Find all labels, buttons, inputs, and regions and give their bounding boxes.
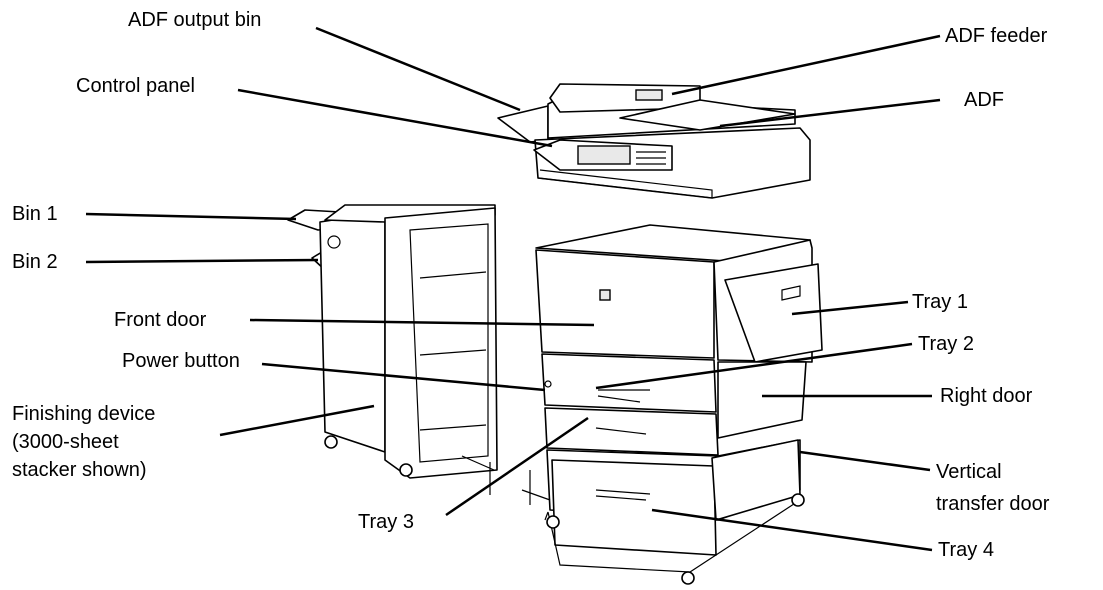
label-adf-output-bin: ADF output bin [128,9,262,31]
label-tray3: Tray 3 [358,511,414,533]
finisher-left-panel [319,211,386,453]
callout-line-bin2 [85,258,319,264]
caster-wheel [546,515,560,529]
adf-input-tray [619,99,796,131]
label-power-button: Power button [122,350,240,372]
callout-line-tray1 [791,300,909,316]
label-tray1: Tray 1 [912,291,968,313]
tray1-flap [724,263,823,363]
label-front-door: Front door [114,309,207,331]
label-control-panel: Control panel [76,75,195,97]
label-vertical-transfer-door-line2: transfer door [936,493,1050,515]
callout-line-tray2 [595,342,913,390]
label-adf: ADF [964,89,1004,111]
printer-right-door [717,361,807,439]
callout-line-finishing-device [219,404,375,437]
label-bin2: Bin 2 [12,251,58,273]
label-vertical-transfer-door: Vertical [936,461,1002,483]
callout-line-adf-feeder [671,34,941,96]
label-bin1: Bin 1 [12,203,58,225]
label-finishing-device-line2: (3000-sheet [12,431,119,453]
control-panel-screen [577,145,631,165]
caster-wheel [681,571,695,585]
label-tray4: Tray 4 [938,539,994,561]
callout-line-adf [719,98,941,128]
printer-front-door [535,249,715,359]
adf-scanner [497,83,811,199]
hp-logo-badge [599,289,611,301]
finishing-device [287,204,498,479]
label-tray2: Tray 2 [918,333,974,355]
caster-wheel [791,493,805,507]
callout-line-vertical-transfer-door [799,450,931,472]
tray4 [551,459,717,556]
callout-line-bin1 [85,212,297,221]
callout-line-tray4 [651,508,933,552]
callout-line-adf-output-bin [315,26,521,112]
label-adf-feeder: ADF feeder [945,25,1048,47]
callout-line-power-button [261,362,546,392]
label-finishing-device: Finishing device [12,403,156,425]
callout-line-tray3 [445,416,589,517]
callout-line-control-panel [237,88,553,148]
adf-feeder-slot [635,89,663,101]
main-printer [461,224,823,585]
label-right-door: Right door [940,385,1033,407]
label-finishing-device-line3: stacker shown) [12,459,147,481]
callout-line-front-door [249,318,595,327]
tray3 [544,407,719,456]
finisher-frame [384,207,498,479]
